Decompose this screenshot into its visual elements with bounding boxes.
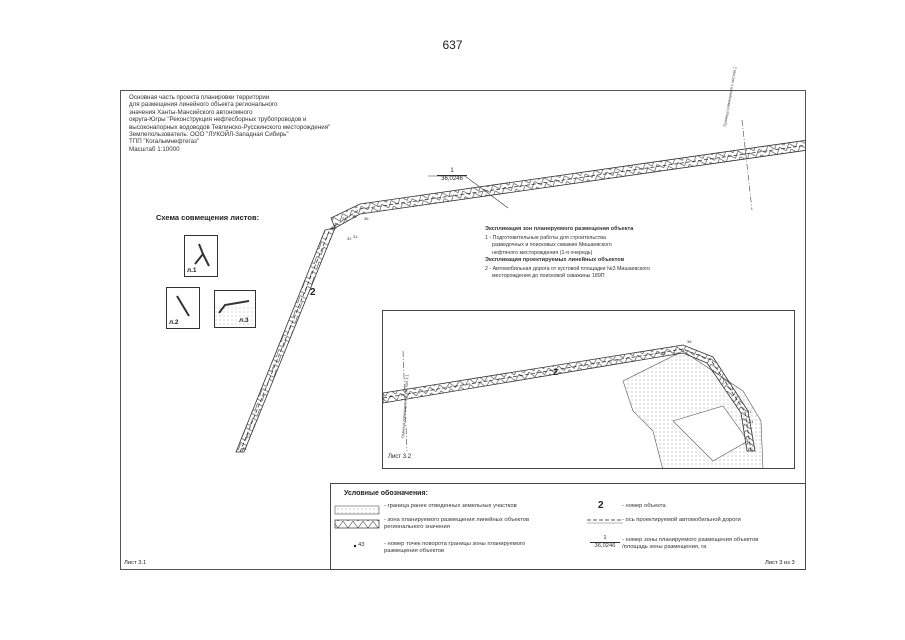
- legend-symbol-zone: [334, 519, 380, 529]
- sheet-thumb-label: л.1: [187, 267, 197, 274]
- scale-line: Масштаб 1:10000: [129, 145, 180, 153]
- zone-area: 36,0246: [437, 175, 467, 183]
- legend-item: - номер точек поворота границы зоны план…: [384, 541, 525, 555]
- legend-symbol-point: [353, 544, 357, 548]
- sheet-number-left: Лист 3.1: [124, 560, 147, 566]
- legend-item-text: регионального значения: [384, 524, 450, 530]
- title-line: Основная часть проекта планировки террит…: [129, 94, 270, 101]
- point-label: 43: [242, 446, 247, 451]
- sheet-number-right: Лист 3 из 3: [765, 560, 795, 566]
- page-number: 637: [442, 38, 463, 52]
- explication-linear-line: 2 - Автомобильная дорога от кустовой пло…: [485, 266, 650, 273]
- legend-item-text: - номер зоны планируемого размещения объ…: [622, 537, 759, 543]
- object-number: 2: [310, 287, 316, 298]
- sheet-thumb-1[interactable]: л.1: [184, 235, 218, 277]
- point-label: 31: [353, 234, 358, 239]
- title-line: Землепользователь: ООО "ЛУКОЙЛ-Западная …: [129, 131, 289, 139]
- sheet-thumb-label: л.2: [169, 319, 179, 326]
- title-line: округа-Югры "Реконструкция нефтесборных …: [129, 116, 307, 124]
- legend-item-text: размещения объектов: [384, 548, 445, 554]
- legend-point-number: 43: [358, 542, 365, 548]
- legend-item: - зона планируемого размещения линейных …: [384, 517, 529, 531]
- legend-item-text: - зона планируемого размещения линейных …: [384, 517, 530, 523]
- zone-corridor-upper: [330, 139, 806, 229]
- inset-point-label: 37: [747, 409, 752, 414]
- title-line: высоконапорных водоводов Тевлинско-Русск…: [129, 123, 331, 131]
- explication-zones-line: 1 - Подготовительные работы для строител…: [485, 235, 606, 242]
- sheet-thumb-drawing: [176, 295, 190, 317]
- point-label: 33: [332, 225, 337, 230]
- legend-symbol-land-plots: [334, 505, 380, 515]
- title-block: Основная часть проекта планировки террит…: [129, 94, 330, 153]
- inset-object-number: 2: [553, 367, 558, 377]
- point-label: 34: [342, 216, 347, 221]
- sheet-thumb-drawing: [215, 300, 255, 327]
- inset-point-label: 40: [661, 351, 666, 356]
- legend-zone-callout: 1 36,0246: [590, 535, 620, 550]
- inset-point-label: 41: [749, 419, 754, 424]
- explication-linear-line: месторождения до поисковой скважины 189П: [492, 273, 605, 280]
- explication-zones-title: Экспликация зон планируемого размещения …: [485, 226, 634, 232]
- legend-item-text: - ось проектируемой автомобильной дороги: [622, 517, 741, 523]
- zone-number: 1: [450, 168, 454, 174]
- inset-road-axis: [383, 348, 752, 452]
- sheet-thumb-drawing: [194, 243, 210, 267]
- legend-item: - номер объекта: [622, 503, 666, 510]
- title-line: ТПП "Когалымнефтегаз": [129, 138, 200, 146]
- inset-point-label: 38: [687, 339, 692, 344]
- map-drawing: 36 35 34 33 32 31 42 43 2: [235, 119, 806, 453]
- legend-item-text: - номер объекта: [622, 503, 666, 509]
- legend-title: Условные обозначения:: [344, 490, 428, 497]
- legend-item-text: /площадь зоны размещения, га: [622, 544, 707, 550]
- legend-object-number: 2: [598, 500, 604, 511]
- sheet-boundary-line: [741, 119, 753, 211]
- legend-item-text: - граница ранее отведенных земельных уча…: [384, 503, 517, 509]
- road-axis: [239, 144, 806, 453]
- explication-linear-title: Экспликация проектируемых линейных объек…: [485, 256, 625, 263]
- legend-symbols: [334, 505, 623, 548]
- explication: Экспликация зон планируемого размещения …: [485, 226, 650, 280]
- zone-callout: 1 36,0246: [437, 168, 467, 183]
- legend-item: - граница ранее отведенных земельных уча…: [384, 503, 517, 510]
- legend-box: [330, 483, 806, 570]
- legend-item-text: - номер точек поворота границы зоны план…: [384, 541, 526, 547]
- point-label: 36: [364, 216, 369, 221]
- zone-leader: [428, 175, 509, 209]
- legend-item: - ось проектируемой автомобильной дороги: [622, 517, 741, 524]
- inset-map: 2 38 37 41 40 39: [382, 310, 795, 469]
- inset-label: Лист 3.2: [388, 454, 412, 460]
- legend-item: - номер зоны планируемого размещения объ…: [622, 537, 758, 551]
- title-line: для размещения линейного объекта региона…: [129, 101, 278, 109]
- sheet-thumb-3[interactable]: л.3: [214, 290, 256, 328]
- inset-point-label: 39: [673, 351, 678, 356]
- point-label: 32: [347, 236, 352, 241]
- inset-drawing: 2 38 37 41 40 39: [383, 339, 764, 468]
- point-label: 42: [246, 434, 251, 439]
- scheme-title: Схема совмещения листов:: [156, 213, 260, 222]
- inset-sheet-boundary-line: [402, 350, 408, 452]
- sheet-thumb-label: л.3: [239, 317, 249, 324]
- explication-zones-line: разведочных и поисковых скважин Мишаевск…: [492, 242, 612, 249]
- legend-zone-number: 1: [603, 535, 607, 541]
- point-label: 35: [352, 214, 357, 219]
- inset-zone-corridor: [383, 344, 756, 452]
- legend-zone-area: 36,0246: [590, 542, 620, 550]
- title-line: значения Ханты-Мансийского автономного: [129, 108, 253, 116]
- sheet-thumb-2[interactable]: л.2: [166, 287, 200, 329]
- explication-zones-line: нефтяного месторождения (1-я очередь): [492, 249, 593, 256]
